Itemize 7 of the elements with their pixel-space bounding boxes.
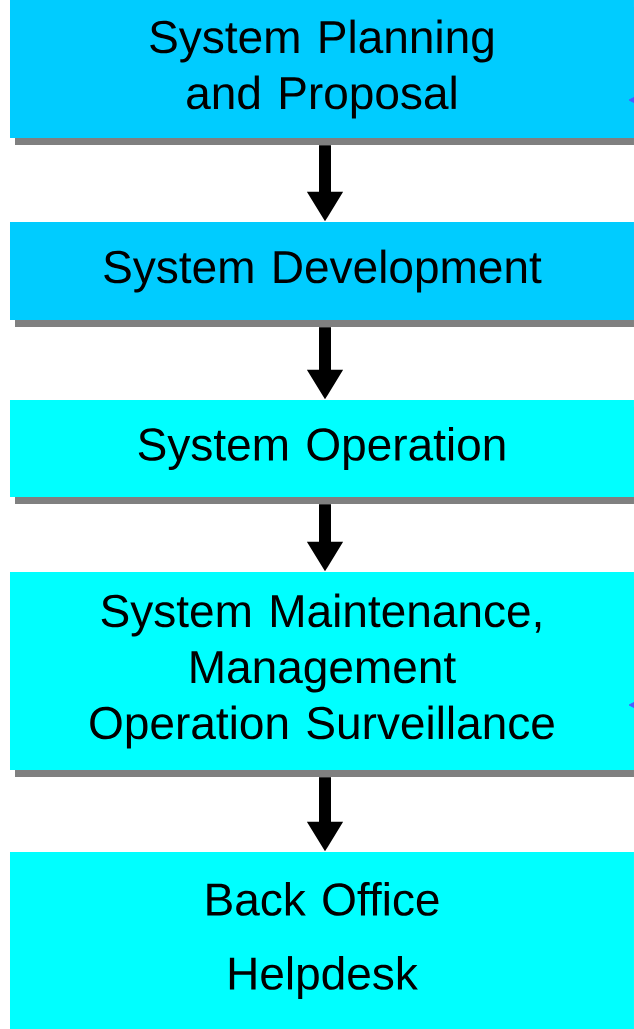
- process-box: System Maintenance, Management Operation Surveillance: [10, 572, 634, 777]
- arrow: [628, 701, 634, 709]
- process-box: System Operation: [10, 400, 634, 504]
- process-box: Back Office Helpdesk: [10, 852, 634, 1029]
- process-box: System Planning and Proposal: [10, 0, 634, 145]
- arrow: [628, 96, 634, 104]
- process-box: System Development: [10, 222, 634, 327]
